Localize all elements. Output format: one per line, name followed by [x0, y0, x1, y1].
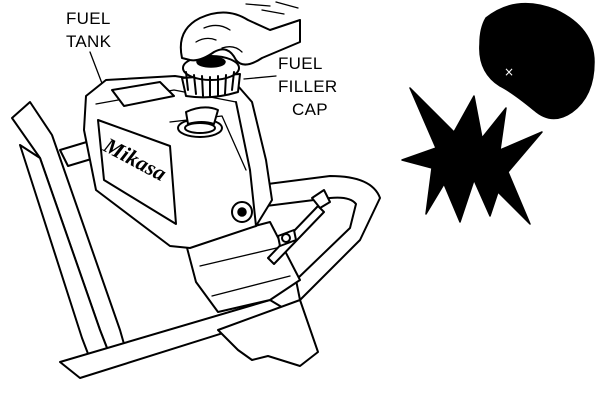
- fuel-tank-label-line2: TANK: [66, 32, 112, 51]
- brand-panel: [97, 119, 177, 225]
- fuel-filler-neck: [177, 106, 223, 138]
- fuel-filler-cap-leader-line: [243, 75, 277, 80]
- explosion-warning-icon: ×: [401, 2, 595, 225]
- fuel-filler-cap: [181, 55, 241, 99]
- fuel-filler-cap-label-line1: FUEL: [278, 54, 323, 73]
- bomb-icon: [479, 2, 595, 120]
- fuel-tank-leader-line: [89, 51, 104, 87]
- gloved-hand-icon: [179, 1, 301, 66]
- svg-text:×: ×: [504, 65, 514, 79]
- fuel-tank: Mikasa: [83, 75, 273, 249]
- fuel-tank-label-line1: FUEL: [66, 9, 111, 28]
- fuel-filler-cap-label-line2: FILLER: [278, 77, 337, 96]
- fuel-filler-cap-label-line3: CAP: [292, 100, 328, 119]
- machine-frame: [11, 101, 381, 379]
